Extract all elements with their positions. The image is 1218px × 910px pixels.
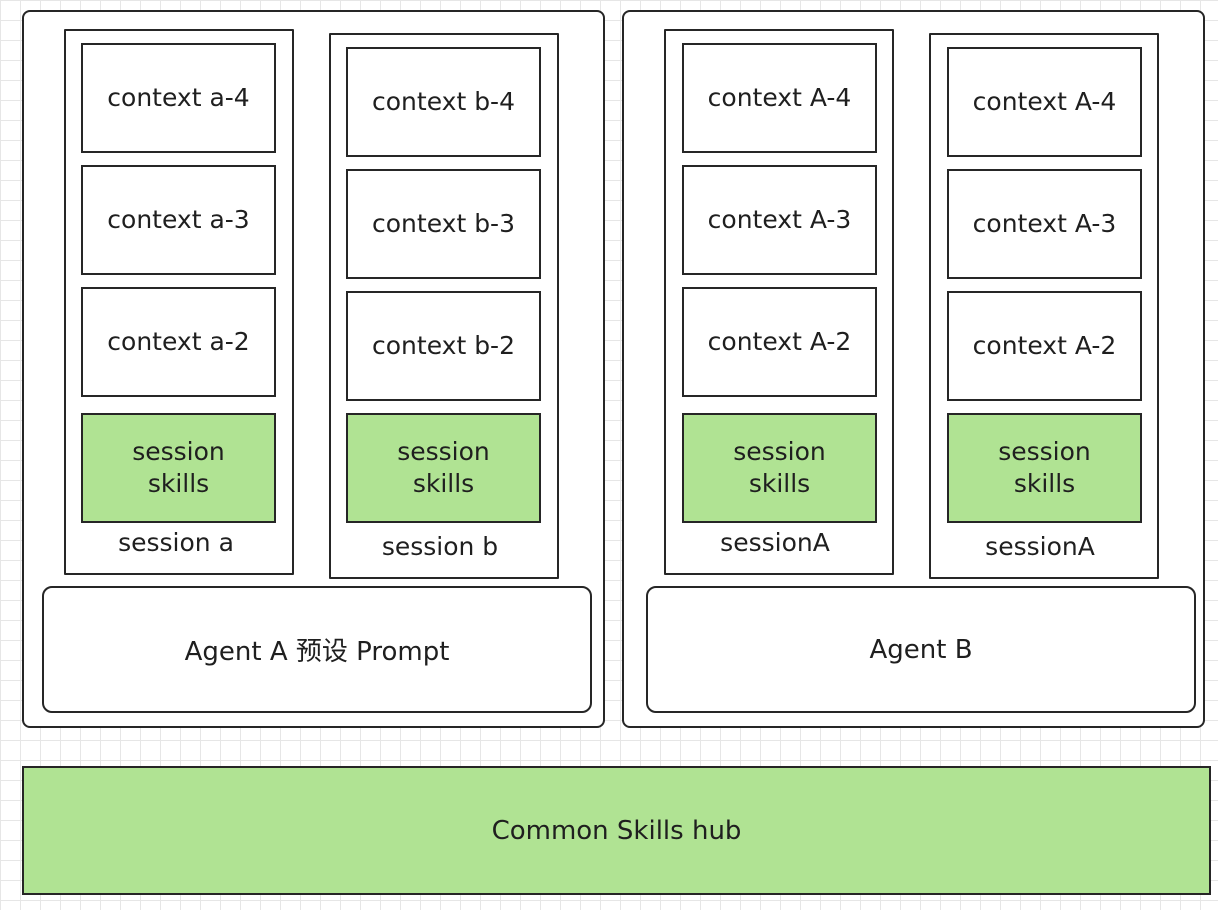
session-b-skills: session skills bbox=[346, 413, 541, 523]
session-b1-label: sessionA bbox=[720, 528, 830, 557]
session-b2-skills: session skills bbox=[947, 413, 1142, 523]
context-a-4: context a-4 bbox=[81, 43, 276, 153]
skills-line-2: skills bbox=[147, 469, 210, 498]
skills-line-2: skills bbox=[748, 469, 811, 498]
context-b-2: context b-2 bbox=[346, 291, 541, 401]
context-b2-2: context A-2 bbox=[947, 291, 1142, 401]
skills-line-1: session bbox=[397, 437, 490, 466]
context-b2-3: context A-3 bbox=[947, 169, 1142, 279]
agent-a-prompt: Agent A 预设 Prompt bbox=[42, 586, 592, 713]
session-a-label: session a bbox=[118, 528, 234, 557]
context-b-3: context b-3 bbox=[346, 169, 541, 279]
context-b2-4: context A-4 bbox=[947, 47, 1142, 157]
skills-line-2: skills bbox=[1013, 469, 1076, 498]
agent-b-prompt: Agent B bbox=[646, 586, 1196, 713]
session-b1-skills: session skills bbox=[682, 413, 877, 523]
session-b-label: session b bbox=[381, 532, 499, 561]
skills-line-2: skills bbox=[412, 469, 475, 498]
session-a-skills: session skills bbox=[81, 413, 276, 523]
context-b-4: context b-4 bbox=[346, 47, 541, 157]
context-b1-2: context A-2 bbox=[682, 287, 877, 397]
context-b1-3: context A-3 bbox=[682, 165, 877, 275]
context-a-3: context a-3 bbox=[81, 165, 276, 275]
session-b2-label: sessionA bbox=[985, 532, 1095, 561]
common-skills-hub: Common Skills hub bbox=[22, 766, 1211, 895]
skills-line-1: session bbox=[733, 437, 826, 466]
context-a-2: context a-2 bbox=[81, 287, 276, 397]
skills-line-1: session bbox=[998, 437, 1091, 466]
skills-line-1: session bbox=[132, 437, 225, 466]
context-b1-4: context A-4 bbox=[682, 43, 877, 153]
